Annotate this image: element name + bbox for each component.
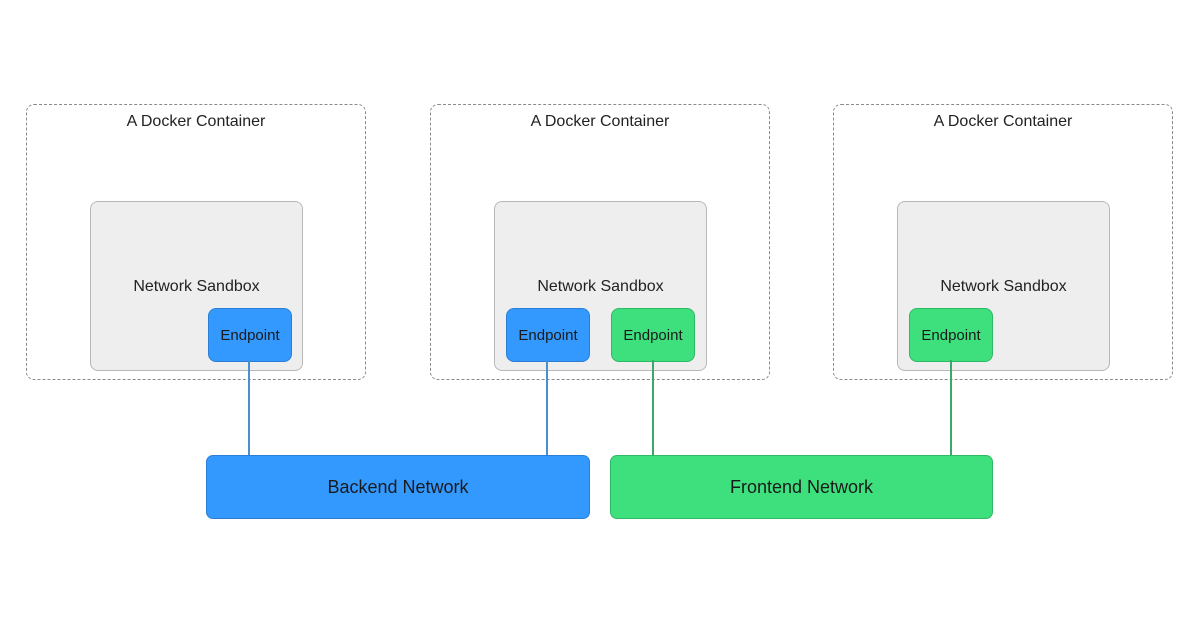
sandbox-title: Network Sandbox — [940, 278, 1067, 295]
link-endpoint-3-to-frontend — [950, 360, 952, 455]
docker-container-1: A Docker Container Network Sandbox Endpo… — [26, 104, 366, 380]
container-title: A Docker Container — [530, 113, 670, 130]
endpoint-label: Endpoint — [623, 326, 683, 344]
endpoint-label: Endpoint — [518, 326, 578, 344]
frontend-network: Frontend Network — [610, 455, 993, 519]
link-endpoint-1-to-backend — [248, 360, 250, 455]
network-sandbox-2: Network Sandbox Endpoint Endpoint — [494, 201, 707, 371]
docker-container-3: A Docker Container Network Sandbox Endpo… — [833, 104, 1173, 380]
endpoint-frontend-2: Endpoint — [611, 308, 695, 362]
network-sandbox-3: Network Sandbox Endpoint — [897, 201, 1110, 371]
network-label: Frontend Network — [729, 476, 874, 497]
backend-network: Backend Network — [206, 455, 590, 519]
link-endpoint-2-to-backend — [546, 360, 548, 455]
endpoint-frontend-3: Endpoint — [909, 308, 993, 362]
sandbox-title: Network Sandbox — [537, 278, 664, 295]
endpoint-backend-1: Endpoint — [208, 308, 292, 362]
network-label: Backend Network — [327, 476, 469, 497]
endpoint-backend-2: Endpoint — [506, 308, 590, 362]
network-sandbox-1: Network Sandbox Endpoint — [90, 201, 303, 371]
endpoint-label: Endpoint — [220, 326, 280, 344]
container-title: A Docker Container — [126, 113, 266, 130]
endpoint-label: Endpoint — [921, 326, 981, 344]
docker-container-2: A Docker Container Network Sandbox Endpo… — [430, 104, 770, 380]
link-endpoint-2-to-frontend — [652, 360, 654, 455]
container-title: A Docker Container — [933, 113, 1073, 130]
sandbox-title: Network Sandbox — [133, 278, 260, 295]
